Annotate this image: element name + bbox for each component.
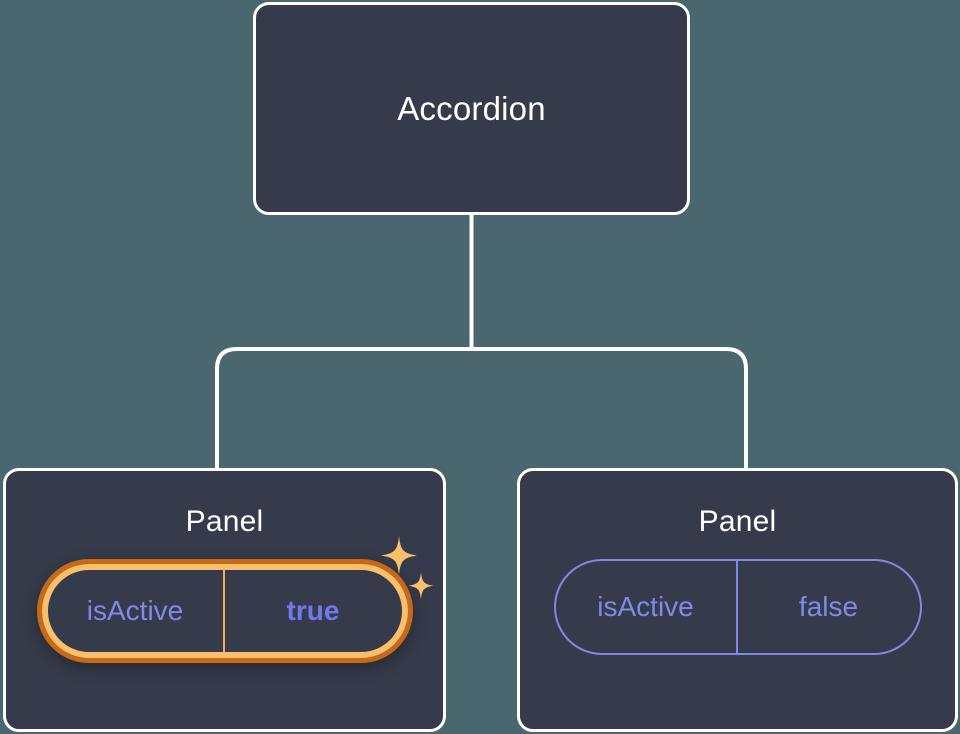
prop-value: false xyxy=(798,591,859,622)
node-title: Accordion xyxy=(397,90,546,127)
prop-pill-wrapper: isActive true xyxy=(36,559,413,663)
prop-pill-isactive-true[interactable]: isActive true xyxy=(36,559,413,663)
tree-node-accordion[interactable]: Accordion xyxy=(253,2,690,215)
prop-key: isActive xyxy=(48,570,225,652)
tree-node-panel-inactive[interactable]: Panel isActive false xyxy=(517,468,958,732)
prop-pill-isactive-false[interactable]: isActive false xyxy=(553,559,922,655)
prop-key: isActive xyxy=(556,561,738,653)
node-title: Panel xyxy=(698,505,777,538)
prop-pill-inner-ring: isActive true xyxy=(41,564,408,658)
prop-value: true xyxy=(286,595,340,626)
tree-node-panel-active[interactable]: Panel isActive true xyxy=(3,468,446,732)
node-title: Panel xyxy=(185,505,264,538)
